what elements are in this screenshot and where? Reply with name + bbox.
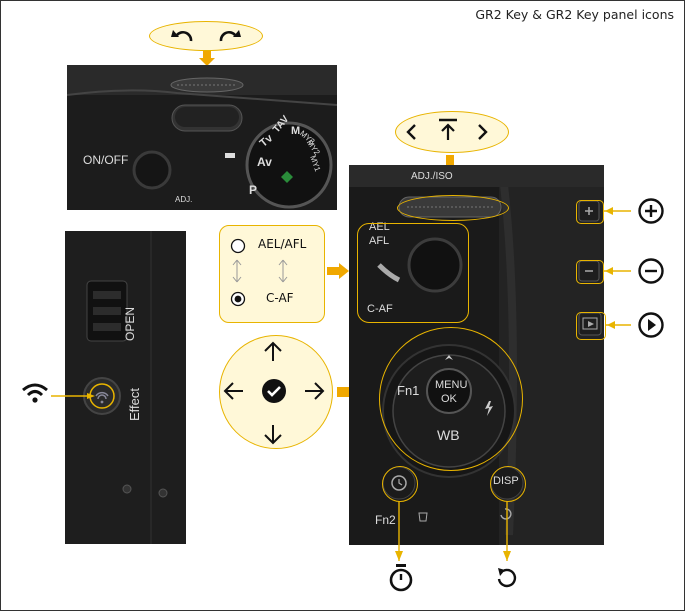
plus-key-highlight: [576, 200, 604, 224]
mode-dial-av: Av: [257, 155, 272, 169]
top-arrow-icon: [439, 118, 457, 140]
radio-selected-icon: [230, 291, 246, 307]
play-key-highlight: [576, 312, 606, 340]
camera-top-photo: ON/OFF ADJ. P Av Tv TAV M MY1 MY2 MY3: [67, 65, 337, 210]
undo-icon: [171, 30, 193, 42]
adj-label-top: ADJ.: [175, 195, 193, 204]
adj-keys-callout: [395, 111, 509, 153]
ae-lever-highlight: [357, 223, 469, 323]
ae-option-top: AEL/AFL: [258, 237, 307, 251]
ael-label: AEL: [369, 221, 390, 233]
on-off-label: ON/OFF: [83, 153, 129, 167]
redo-icon: [219, 30, 241, 42]
reset-icon: [497, 568, 517, 588]
mode-dial-m: M: [291, 125, 301, 137]
dpad-highlight: [379, 327, 523, 471]
callout-arrow-right-ae: [327, 263, 349, 279]
effect-label: Effect: [127, 387, 142, 421]
fn2-label: Fn2: [375, 513, 396, 527]
radio-empty-icon: [230, 238, 246, 254]
camera-side-photo: OPEN Effect: [65, 231, 186, 544]
open-label: OPEN: [123, 306, 137, 341]
arrow-down-icon: [264, 425, 282, 445]
mode-dial-p: P: [249, 183, 258, 197]
wifi-icon: [22, 383, 48, 403]
adj-dial-highlight: [397, 195, 509, 221]
undo-redo-callout: [149, 21, 263, 51]
arrow-up-icon: [264, 341, 282, 361]
ae-af-callout: AEL/AFL C-AF: [219, 225, 325, 323]
arrow-right-icon: [305, 382, 325, 400]
minus-connector: [603, 267, 631, 275]
timer-connector: [395, 501, 403, 561]
figure-title: GR2 Key & GR2 Key panel icons: [475, 7, 674, 22]
disp-highlight: [490, 466, 526, 502]
plus-circle-icon: [638, 198, 664, 224]
check-circle-icon: [262, 379, 286, 403]
camera-top-illustration: [67, 65, 337, 210]
timer-icon: [389, 564, 413, 592]
afl-label: AFL: [369, 235, 390, 247]
callout-arrow-down: [199, 51, 215, 66]
plus-connector: [603, 207, 631, 215]
updown-arrow-right: [278, 259, 288, 283]
minus-key-highlight: [576, 260, 604, 284]
play-connector: [605, 321, 631, 329]
caf-label: C-AF: [367, 303, 393, 315]
adj-iso-label: ADJ./ISO: [411, 171, 453, 182]
ae-option-bottom: C-AF: [266, 291, 294, 305]
reset-connector: [503, 501, 511, 561]
minus-circle-icon: [638, 258, 664, 284]
chevron-right-icon: [478, 124, 488, 140]
chevron-left-icon: [406, 124, 416, 140]
fn2-highlight: [382, 466, 418, 502]
updown-arrow-left: [232, 259, 242, 283]
wifi-connector: [51, 393, 95, 399]
arrow-left-icon: [223, 382, 243, 400]
camera-side-illustration: [65, 231, 186, 544]
play-circle-icon: [638, 312, 664, 338]
